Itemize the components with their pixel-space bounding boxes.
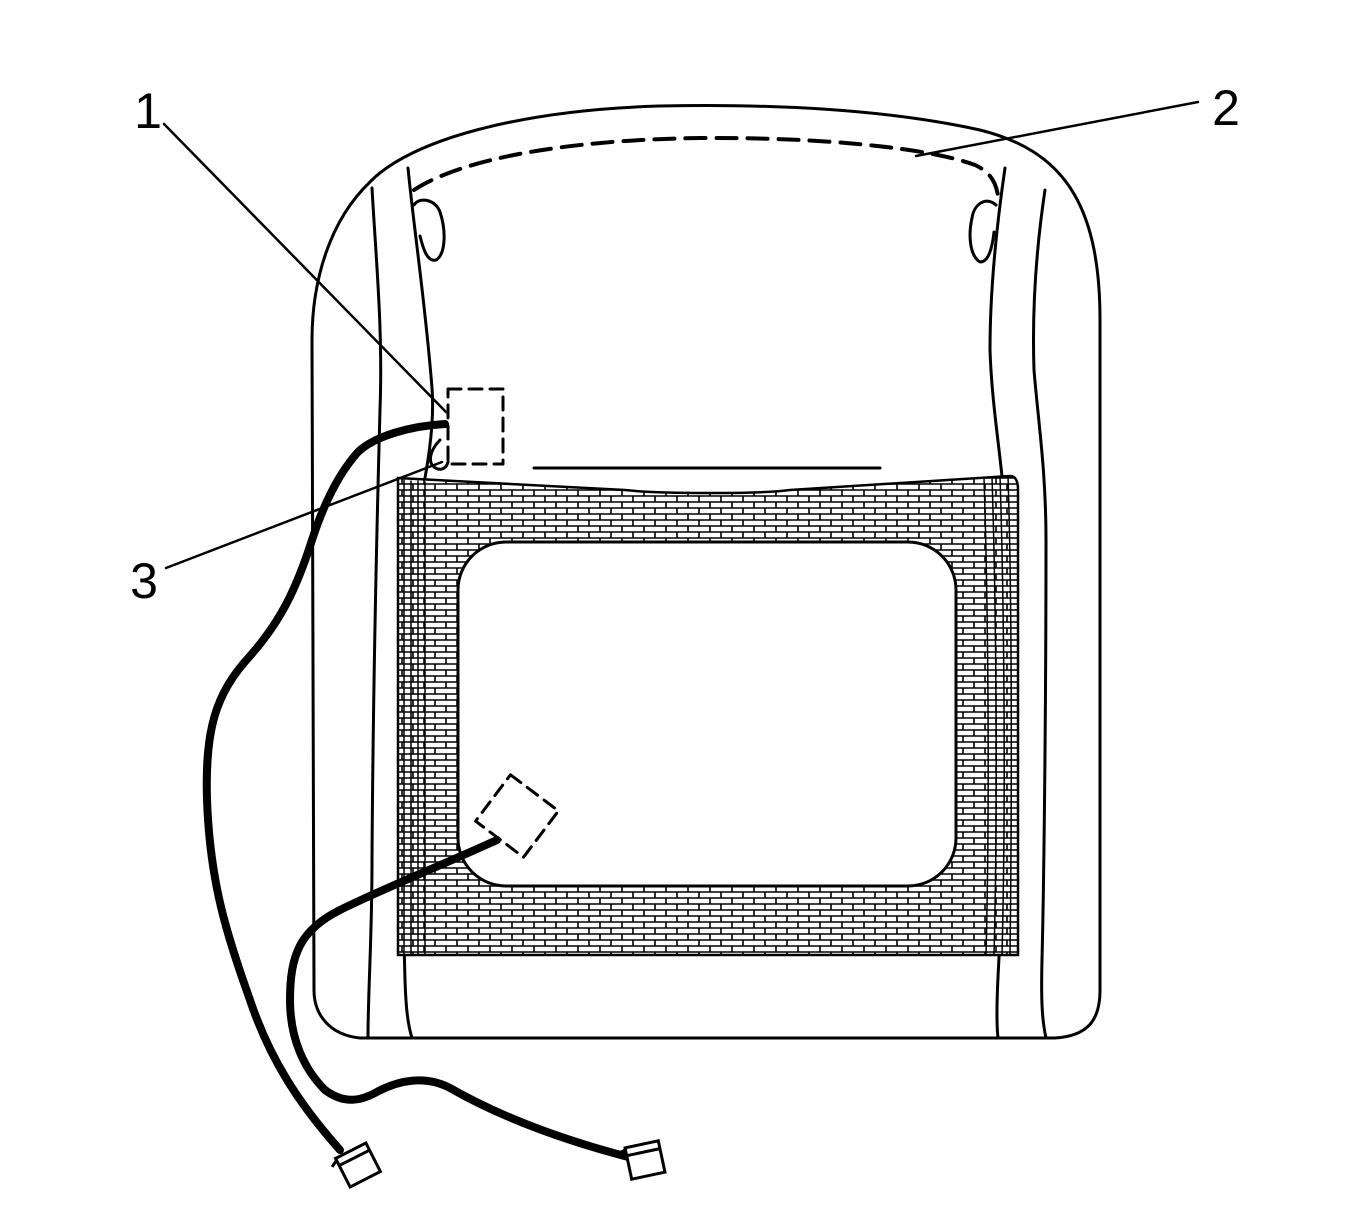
- right-outer-seam: [1032, 188, 1048, 1040]
- dashed-top-component: [412, 135, 1000, 198]
- left-bolster-seam: [366, 186, 383, 1040]
- mesh-window: [456, 540, 958, 888]
- connector-right: [618, 1139, 667, 1181]
- callout-label-1: 1: [134, 83, 162, 139]
- mesh-right-ribs: [983, 475, 1013, 956]
- callout-label-2: 2: [1212, 80, 1240, 136]
- mesh-left-ribs: [403, 479, 426, 956]
- right-headrest-slot: [968, 199, 998, 264]
- leader-line-2: [914, 100, 1200, 158]
- leader-line-3: [164, 460, 444, 570]
- left-headrest-slot: [412, 198, 446, 262]
- connector-left: [330, 1141, 383, 1189]
- callout-label-3: 3: [130, 553, 158, 609]
- harness-lower: [286, 836, 644, 1164]
- dashed-module-box: [446, 387, 505, 466]
- seat-back-outline: [310, 104, 1102, 1040]
- harness-upper: [202, 420, 449, 1154]
- leader-line-1: [162, 122, 448, 414]
